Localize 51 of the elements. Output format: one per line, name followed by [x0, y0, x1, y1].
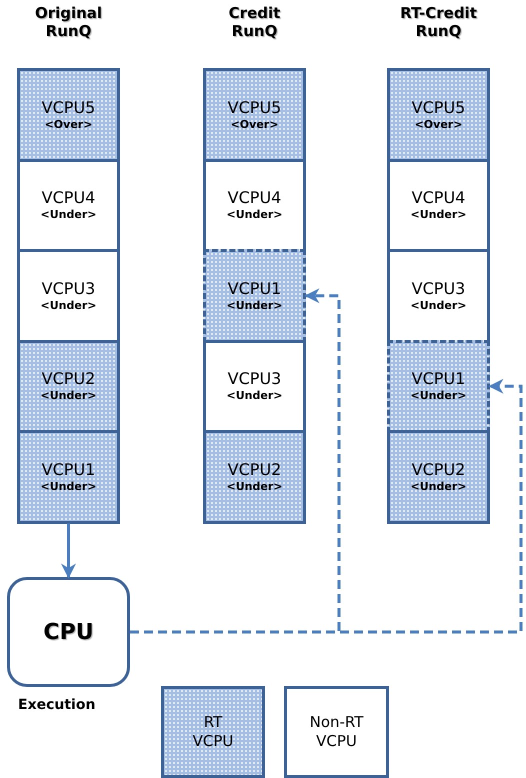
vcpu-cell: [203, 340, 306, 433]
rt-vcpu-cell: [387, 68, 490, 162]
vcpu-name: VCPU1: [412, 369, 466, 390]
rt-vcpu-cell: [17, 430, 120, 524]
rt-vcpu-cell: [203, 68, 306, 162]
vcpu-name: VCPU5: [412, 98, 466, 118]
rt-vcpu-cell: [17, 68, 120, 162]
vcpu-name: VCPU2: [228, 460, 282, 480]
credit-state: <Over>: [44, 118, 92, 132]
credit-state: <Over>: [230, 118, 278, 132]
credit-state: <Under>: [40, 480, 96, 494]
execution-caption: Execution: [18, 697, 96, 713]
vcpu-name: VCPU3: [42, 278, 96, 299]
credit-state: <Under>: [40, 208, 96, 222]
rt-vcpu-cell: [387, 430, 490, 524]
dashed-arrow: [130, 378, 522, 634]
legend-swatch: Non-RT VCPU: [284, 686, 389, 778]
vcpu-cell: [17, 249, 120, 342]
vcpu-name: VCPU1: [42, 460, 96, 480]
credit-state: <Under>: [226, 480, 282, 494]
legend-swatch: RT VCPU: [161, 686, 265, 778]
vcpu-name: VCPU5: [228, 98, 282, 118]
credit-state: <Under>: [40, 298, 96, 313]
credit-state: <Under>: [40, 389, 96, 404]
arrow: [61, 524, 76, 578]
credit-state: <Under>: [410, 480, 466, 494]
vcpu-name: VCPU4: [412, 188, 466, 208]
credit-state: <Under>: [226, 208, 282, 222]
credit-state: <Under>: [410, 208, 466, 222]
vcpu-name: VCPU3: [228, 369, 282, 390]
vcpu-name: VCPU3: [412, 278, 466, 299]
rt-vcpu-cell: [387, 340, 490, 433]
vcpu-cell: [387, 249, 490, 342]
rt-vcpu-cell: [203, 430, 306, 524]
credit-state: <Under>: [410, 298, 466, 313]
credit-state: <Under>: [226, 298, 282, 313]
column-heading: Credit RunQ: [228, 4, 282, 40]
vcpu-name: VCPU4: [42, 188, 96, 208]
column-heading: RT-Credit RunQ: [399, 4, 478, 40]
vcpu-name: VCPU2: [42, 369, 96, 390]
vcpu-name: VCPU2: [412, 460, 466, 480]
credit-state: <Under>: [410, 389, 466, 404]
rt-vcpu-cell: [203, 249, 306, 342]
cpu-box: [7, 577, 130, 687]
column-heading: Original RunQ: [34, 4, 104, 40]
vcpu-name: VCPU4: [228, 188, 282, 208]
cpu-label: CPU: [43, 620, 94, 644]
credit-state: <Under>: [226, 389, 282, 404]
vcpu-name: VCPU1: [228, 278, 282, 299]
vcpu-name: VCPU5: [42, 98, 96, 118]
credit-state: <Over>: [414, 118, 462, 132]
